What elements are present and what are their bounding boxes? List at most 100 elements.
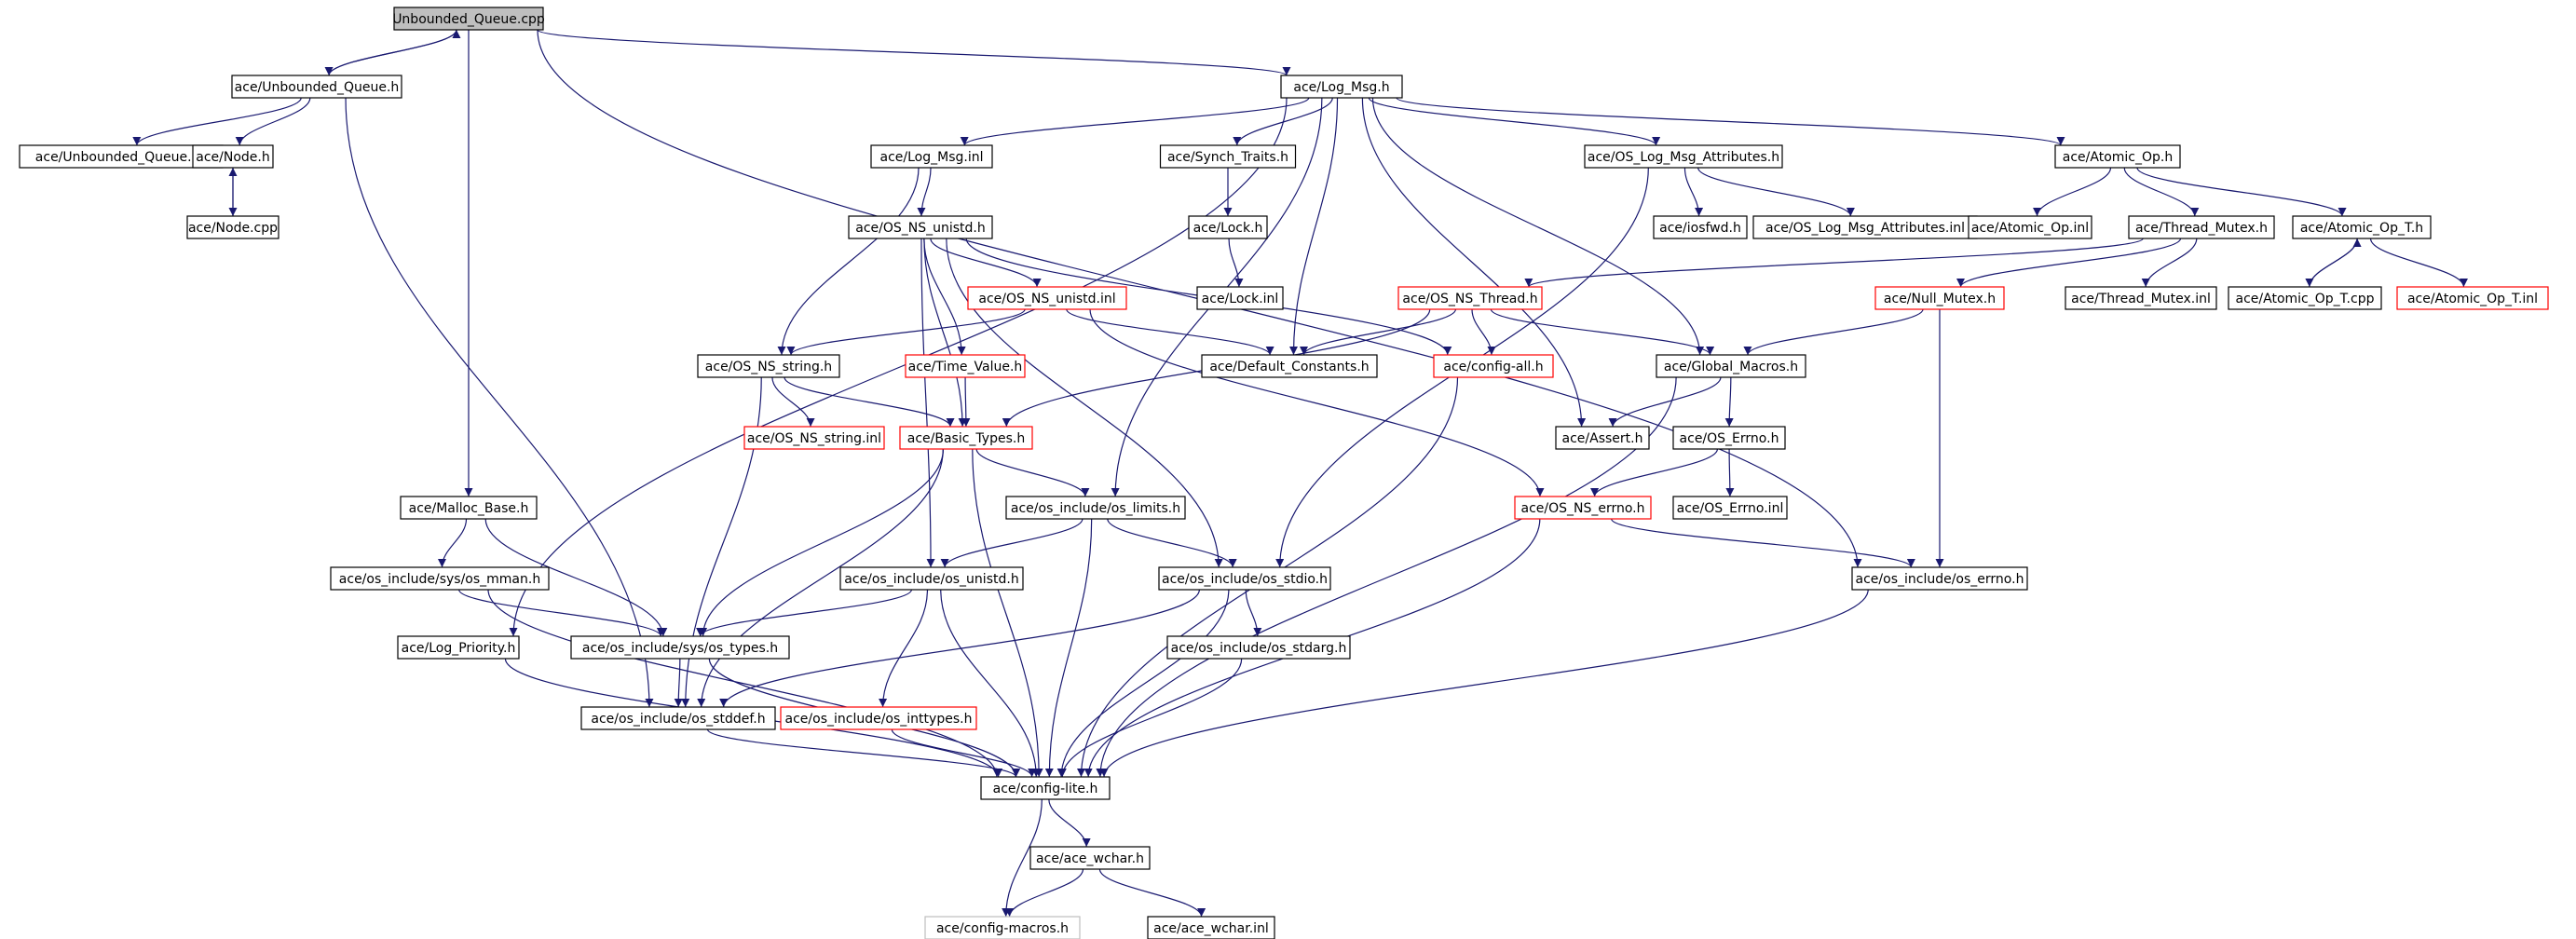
node-lock_inl[interactable]: ace/Lock.inl bbox=[1196, 286, 1284, 310]
edge-unbounded_queue_cpp-to-log_msg_h bbox=[537, 29, 1291, 76]
edge-log_msg_inl-to-os_ns_string_h bbox=[777, 167, 920, 356]
node-atomic_op_h[interactable]: ace/Atomic_Op.h bbox=[2054, 144, 2181, 169]
node-label: ace/OS_NS_string.h bbox=[705, 360, 832, 374]
node-atomic_op_t_inl[interactable]: ace/Atomic_Op_T.inl bbox=[2396, 286, 2549, 310]
node-time_value_h[interactable]: ace/Time_Value.h bbox=[905, 354, 1026, 378]
node-os_include_os_unistd_h[interactable]: ace/os_include/os_unistd.h bbox=[839, 566, 1024, 591]
node-box bbox=[1397, 286, 1543, 310]
edge-os_ns_unistd_h-to-os_ns_unistd_inl bbox=[930, 238, 1042, 288]
node-config_macros_h[interactable]: ace/config-macros.h bbox=[924, 916, 1081, 939]
node-box bbox=[1514, 496, 1652, 520]
node-log_msg_inl[interactable]: ace/Log_Msg.inl bbox=[870, 144, 993, 169]
node-lock_h[interactable]: ace/Lock.h bbox=[1188, 215, 1268, 239]
node-ace_wchar_inl[interactable]: ace/ace_wchar.inl bbox=[1147, 916, 1275, 939]
node-os_errno_inl[interactable]: ace/OS_Errno.inl bbox=[1672, 496, 1788, 520]
node-iosfwd_h[interactable]: ace/iosfwd.h bbox=[1653, 215, 1748, 239]
node-atomic_op_inl[interactable]: ace/Atomic_Op.inl bbox=[1968, 215, 2092, 239]
node-label: ace/OS_Log_Msg_Attributes.inl bbox=[1765, 221, 1965, 236]
node-node_h[interactable]: ace/Node.h bbox=[192, 144, 274, 169]
edges-layer bbox=[132, 29, 2468, 918]
node-unbounded_queue_inl[interactable]: ace/Unbounded_Queue.inl bbox=[19, 144, 224, 169]
node-label: ace/Atomic_Op_T.inl bbox=[2407, 292, 2538, 306]
node-atomic_op_t_h[interactable]: ace/Atomic_Op_T.h bbox=[2292, 215, 2432, 239]
node-default_constants_h[interactable]: ace/Default_Constants.h bbox=[1201, 354, 1378, 378]
node-log_msg_h[interactable]: ace/Log_Msg.h bbox=[1280, 75, 1403, 99]
node-os_ns_string_h[interactable]: ace/OS_NS_string.h bbox=[697, 354, 840, 378]
node-box bbox=[899, 426, 1033, 450]
node-os_errno_h[interactable]: ace/OS_Errno.h bbox=[1672, 426, 1786, 450]
node-thread_mutex_h[interactable]: ace/Thread_Mutex.h bbox=[2128, 215, 2275, 239]
edge-os_include_os_stdio_h-to-os_include_os_stddef_h bbox=[719, 589, 1200, 708]
node-label: ace/os_include/os_inttypes.h bbox=[785, 712, 973, 727]
edge-atomic_op_h-to-thread_mutex_h bbox=[2123, 167, 2200, 217]
node-ace_wchar_h[interactable]: ace/ace_wchar.h bbox=[1029, 846, 1151, 870]
node-malloc_base_h[interactable]: ace/Malloc_Base.h bbox=[400, 496, 538, 520]
node-label: ace/Log_Msg.inl bbox=[880, 150, 984, 165]
edge-thread_mutex_h-to-thread_mutex_inl bbox=[2141, 238, 2198, 288]
node-label: ace/Time_Value.h bbox=[908, 360, 1023, 374]
node-os_log_msg_attributes_h[interactable]: ace/OS_Log_Msg_Attributes.h bbox=[1584, 144, 1783, 169]
node-os_include_sys_os_mman_h[interactable]: ace/os_include/sys/os_mman.h bbox=[330, 566, 550, 591]
node-os_include_os_stdarg_h[interactable]: ace/os_include/os_stdarg.h bbox=[1166, 635, 1351, 660]
node-atomic_op_t_cpp[interactable]: ace/Atomic_Op_T.cpp bbox=[2228, 286, 2382, 310]
edge-log_msg_h-to-global_macros_h bbox=[1371, 97, 1705, 356]
node-box bbox=[397, 635, 520, 660]
node-os_ns_unistd_inl[interactable]: ace/OS_NS_unistd.inl bbox=[967, 286, 1127, 310]
edge-thread_mutex_h-to-null_mutex_h bbox=[1956, 238, 2182, 288]
node-os_include_os_stddef_h[interactable]: ace/os_include/os_stddef.h bbox=[580, 706, 776, 730]
node-label: ace/Atomic_Op.inl bbox=[1971, 221, 2089, 236]
edge-thread_mutex_h-to-os_ns_thread_h bbox=[1524, 238, 2144, 288]
node-os_include_os_inttypes_h[interactable]: ace/os_include/os_inttypes.h bbox=[780, 706, 977, 730]
node-os_include_os_limits_h[interactable]: ace/os_include/os_limits.h bbox=[1005, 496, 1186, 520]
node-box bbox=[905, 354, 1026, 378]
node-os_ns_unistd_h[interactable]: ace/OS_NS_unistd.h bbox=[848, 215, 993, 239]
node-os_ns_string_inl[interactable]: ace/OS_NS_string.inl bbox=[743, 426, 885, 450]
node-os_ns_errno_h[interactable]: ace/OS_NS_errno.h bbox=[1514, 496, 1652, 520]
edge-config_lite_h-to-ace_wchar_h bbox=[1048, 798, 1091, 848]
node-label: ace/Atomic_Op.h bbox=[2063, 150, 2173, 165]
edge-os_ns_errno_h-to-os_include_os_errno_h bbox=[1611, 518, 1915, 568]
node-config_all_h[interactable]: ace/config-all.h bbox=[1433, 354, 1554, 378]
node-box bbox=[400, 496, 538, 520]
node-unbounded_queue_cpp[interactable]: Unbounded_Queue.cpp bbox=[392, 7, 545, 31]
node-assert_h[interactable]: ace/Assert.h bbox=[1555, 426, 1650, 450]
edge-os_ns_unistd_h-to-time_value_h bbox=[923, 238, 966, 356]
node-thread_mutex_inl[interactable]: ace/Thread_Mutex.inl bbox=[2065, 286, 2217, 310]
node-basic_types_h[interactable]: ace/Basic_Types.h bbox=[899, 426, 1033, 450]
node-box bbox=[1158, 566, 1331, 591]
node-box bbox=[186, 215, 279, 239]
node-label: ace/os_include/os_stddef.h bbox=[591, 712, 765, 727]
node-box bbox=[870, 144, 993, 169]
node-box bbox=[2396, 286, 2549, 310]
node-box bbox=[2128, 215, 2275, 239]
node-os_include_os_errno_h[interactable]: ace/os_include/os_errno.h bbox=[1851, 566, 2028, 591]
node-label: ace/Node.cpp bbox=[188, 221, 278, 236]
node-null_mutex_h[interactable]: ace/Null_Mutex.h bbox=[1874, 286, 2005, 310]
edge-os_include_os_limits_h-to-os_include_os_stdio_h bbox=[1107, 518, 1237, 568]
edge-time_value_h-to-basic_types_h bbox=[961, 376, 971, 428]
edge-os_include_sys_os_types_h-to-os_include_os_stddef_h bbox=[674, 658, 683, 708]
node-label: ace/Synch_Traits.h bbox=[1167, 150, 1288, 165]
edge-log_msg_h-to-log_msg_inl bbox=[960, 97, 1310, 146]
edge-os_include_os_stdarg_h-to-config_lite_h bbox=[1057, 658, 1243, 778]
node-box bbox=[1555, 426, 1650, 450]
node-box bbox=[1968, 215, 2092, 239]
node-synch_traits_h[interactable]: ace/Synch_Traits.h bbox=[1159, 144, 1297, 169]
node-box bbox=[1653, 215, 1748, 239]
node-config_lite_h[interactable]: ace/config-lite.h bbox=[980, 776, 1111, 800]
node-global_macros_h[interactable]: ace/Global_Macros.h bbox=[1656, 354, 1806, 378]
node-os_include_os_stdio_h[interactable]: ace/os_include/os_stdio.h bbox=[1158, 566, 1331, 591]
edge-os_include_os_limits_h-to-config_lite_h bbox=[1044, 518, 1093, 778]
node-node_cpp[interactable]: ace/Node.cpp bbox=[186, 215, 279, 239]
node-unbounded_queue_h[interactable]: ace/Unbounded_Queue.h bbox=[231, 75, 402, 99]
edge-os_include_sys_os_mman_h-to-os_include_sys_os_types_h bbox=[458, 589, 665, 637]
node-label: ace/Unbounded_Queue.h bbox=[235, 80, 400, 95]
node-os_include_sys_os_types_h[interactable]: ace/os_include/sys/os_types.h bbox=[570, 635, 790, 660]
edge-malloc_base_h-to-os_include_sys_os_mman_h bbox=[437, 518, 468, 568]
node-box bbox=[393, 7, 544, 31]
node-box bbox=[848, 215, 993, 239]
node-log_priority_h[interactable]: ace/Log_Priority.h bbox=[397, 635, 520, 660]
node-os_log_msg_attributes_inl[interactable]: ace/OS_Log_Msg_Attributes.inl bbox=[1752, 215, 1978, 239]
node-os_ns_thread_h[interactable]: ace/OS_NS_Thread.h bbox=[1397, 286, 1543, 310]
edge-os_errno_h-to-os_ns_errno_h bbox=[1590, 448, 1719, 497]
